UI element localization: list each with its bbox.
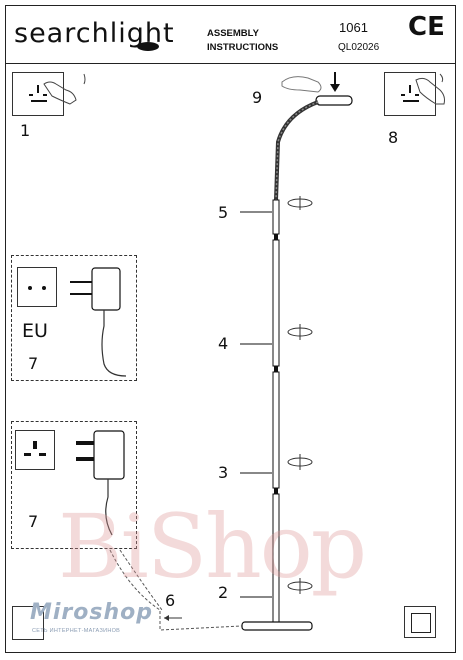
step-label-3: 3 — [218, 463, 229, 482]
uk-adapter-icon — [76, 430, 125, 536]
eu-socket-icon — [28, 286, 46, 290]
step-label-2: 2 — [218, 583, 229, 602]
model-code: QL02026 — [338, 42, 380, 53]
watermark-brand: Miroshop — [30, 600, 154, 625]
rotation-arrows — [287, 196, 313, 594]
double-insulation-mark — [404, 606, 436, 638]
ce-mark: CE — [408, 12, 445, 42]
socket-off-icon — [29, 85, 47, 102]
uk-socket — [15, 430, 55, 470]
step-label-5: 5 — [218, 203, 229, 222]
socket-switch-panel-8 — [384, 72, 436, 116]
title-line-1: ASSEMBLY — [207, 28, 259, 39]
lamp-head — [315, 95, 353, 106]
eu-socket — [17, 267, 57, 307]
pole-segment-3 — [272, 371, 280, 489]
lamp-base — [241, 621, 313, 631]
hand-press-icon-8 — [415, 73, 445, 105]
step-label-8: 8 — [388, 128, 399, 147]
product-code: 1061 — [339, 20, 368, 35]
step-label-7a: 7 — [28, 354, 39, 373]
step-label-1: 1 — [20, 121, 31, 140]
small-socket — [12, 606, 44, 640]
uk-socket-icon — [24, 441, 46, 456]
floor-lamp-diagram — [240, 95, 353, 631]
brand-logo-dot — [137, 42, 159, 51]
step-label-4: 4 — [218, 334, 229, 353]
watermark-overlay: BiShop — [58, 495, 367, 598]
step-label-7b: 7 — [28, 512, 39, 531]
step-label-6: 6 — [165, 591, 176, 610]
plug-region-label: EU — [22, 320, 48, 342]
socket-switch-panel-1 — [12, 72, 64, 116]
leader-lines — [240, 211, 272, 598]
pole-segment-4 — [272, 239, 280, 367]
pole-segment-5 — [272, 199, 280, 235]
power-cable — [109, 549, 243, 631]
header-divider — [5, 63, 456, 64]
watermark-tagline: СЕТЬ ИНТЕРНЕТ-МАГАЗИНОВ — [32, 628, 121, 634]
step-label-9: 9 — [252, 88, 263, 107]
page-frame — [5, 5, 456, 653]
connect-arrow-icon — [164, 615, 182, 621]
eu-adapter-panel — [11, 255, 137, 381]
hand-press-icon — [43, 73, 86, 105]
touch-hand-icon — [281, 72, 340, 93]
document-title: ASSEMBLY INSTRUCTIONS — [207, 27, 278, 55]
uk-adapter-panel — [11, 421, 137, 549]
eu-adapter-icon — [70, 267, 127, 377]
gooseneck — [274, 100, 319, 201]
title-line-2: INSTRUCTIONS — [207, 42, 279, 53]
socket-on-icon — [401, 85, 419, 102]
